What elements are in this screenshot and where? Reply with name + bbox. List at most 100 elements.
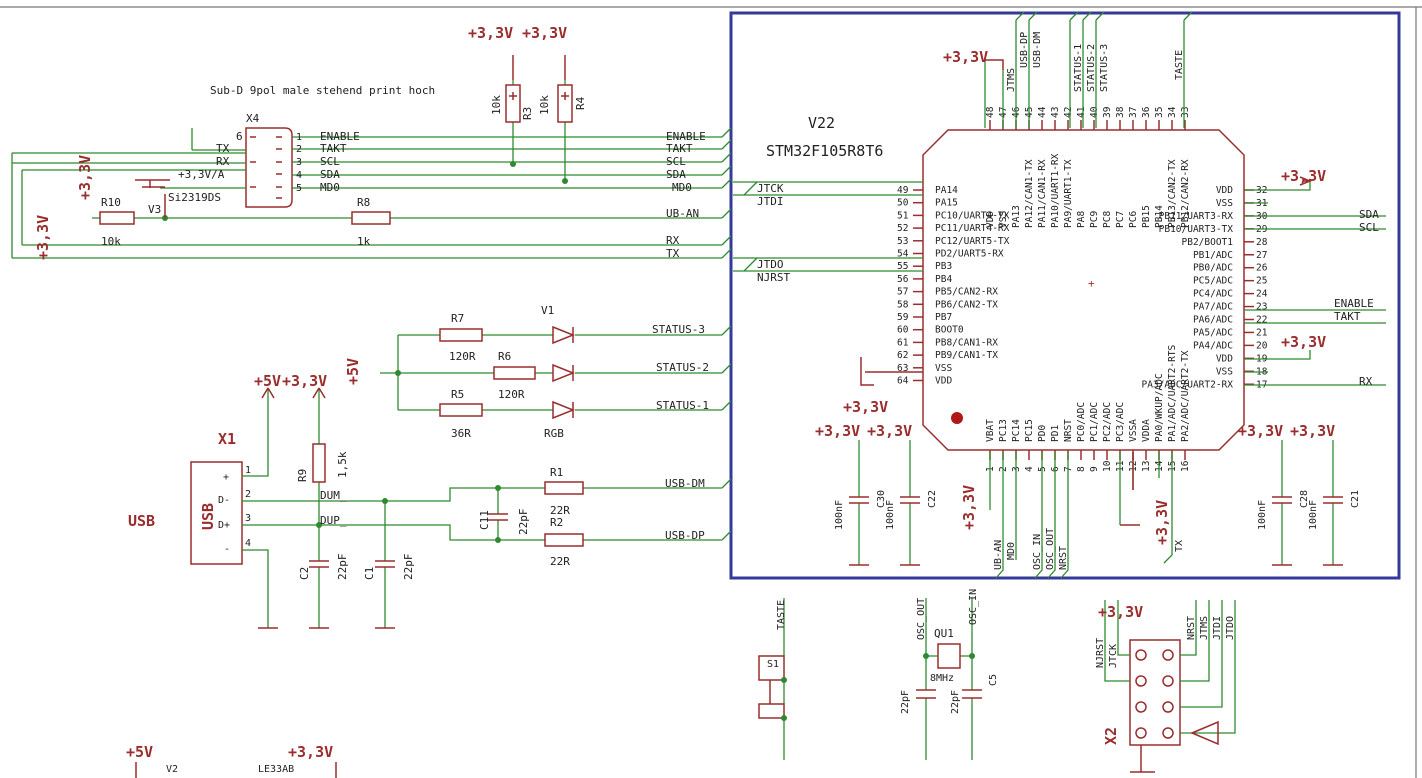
pin-num-top: 43: [1050, 107, 1061, 118]
pwr-33-vbat: +3,3V: [843, 398, 888, 416]
pin-name-right: PB0/ADC: [1193, 263, 1233, 274]
switch-s1: [758, 598, 787, 760]
pin-name-top: PC9: [1089, 211, 1100, 228]
pin-name-bottom: PD0: [1037, 425, 1048, 442]
sheet-border: [0, 6, 1422, 778]
usb-body: [190, 461, 243, 565]
c4-value: 22pF: [900, 690, 911, 714]
net-tx: TX: [666, 247, 680, 260]
pwr-33-bottom2: +3,3V: [1153, 500, 1171, 545]
pwr-33-reg: +3,3V: [288, 743, 333, 761]
pin-name-bottom: PC14: [1011, 419, 1022, 442]
osc-out-label: OSC_OUT: [916, 598, 927, 640]
cap-c22-value: 100nF: [885, 500, 896, 530]
r10-body: [99, 211, 135, 225]
x4-scl: SCL: [320, 155, 340, 168]
x4-pin-2: 2: [296, 144, 302, 155]
pin-num-left: 58: [897, 299, 909, 310]
x4-pin-3: 3: [296, 157, 302, 168]
r6-value: 120R: [498, 388, 525, 401]
pin-name-bottom: PA2/ADC/UART2-TX: [1180, 350, 1191, 442]
pwr-5v-leds: +5V: [344, 358, 362, 385]
pin-name-left: PB4: [935, 274, 952, 285]
ground-vssa: [1120, 452, 1140, 526]
pin-name-top: PB12/CAN2-RX: [1180, 159, 1191, 228]
usb-pin-plus: +: [223, 472, 229, 483]
pin-name-left: PB6/CAN2-TX: [935, 299, 998, 310]
usb-pin-dp: D+: [218, 520, 230, 531]
r4-value: 10k: [538, 95, 551, 115]
r5-name: R5: [451, 388, 464, 401]
pin-num-right: 28: [1256, 237, 1268, 248]
net-status3: STATUS-3: [652, 323, 705, 336]
ground-left: [860, 357, 923, 386]
pin-name-top: PA12/CAN1-TX: [1024, 159, 1035, 228]
status-leds: [380, 325, 732, 420]
pwr-33-top-wire: [985, 59, 1004, 70]
net-status1-top: STATUS-1: [1073, 44, 1084, 92]
mcu-package: [922, 129, 1245, 451]
pin-num-top: 34: [1167, 106, 1178, 118]
pin-num-right: 25: [1256, 276, 1267, 287]
net-sda-right: SDA: [1359, 208, 1379, 221]
x2-name: X2: [1102, 727, 1120, 745]
pin-name-right: PB10/UART3-TX: [1159, 224, 1234, 235]
net-sda: SDA: [666, 168, 686, 181]
net-md0-bottom: MD0: [1006, 542, 1017, 560]
pin-name-bottom: PC3/ADC: [1115, 402, 1126, 442]
pin-num-left: 61: [897, 337, 909, 348]
pin-num-right: 21: [1256, 327, 1268, 338]
pin-name-top: PA8: [1076, 211, 1087, 228]
pin-num-top: 48: [985, 106, 996, 118]
x4-wires: [11, 127, 732, 259]
pin-num-bottom: 13: [1141, 461, 1152, 472]
pin-name-right: PC5/ADC: [1193, 276, 1233, 287]
usb-num-3: 3: [245, 513, 251, 524]
x4-description: Sub-D 9pol male stehend print hoch: [210, 84, 435, 97]
pin-name-top: VSS: [998, 211, 1009, 228]
pin-name-left: PC10/UART4-TX: [935, 210, 1010, 221]
x4-name: X4: [246, 112, 260, 125]
pin-name-left: PB3: [935, 261, 952, 272]
pin-name-top: PB13/CAN2-TX: [1167, 159, 1178, 228]
pin-name-bottom: NRST: [1063, 419, 1074, 442]
pin-name-top: PC6: [1128, 211, 1139, 228]
x2-jtck: JTCK: [1108, 644, 1119, 668]
cap-c22-name: C22: [927, 490, 938, 508]
usb-block-label: USB: [199, 503, 217, 530]
pin-name-right: PB11/UART3-RX: [1159, 211, 1234, 222]
subd-body: [245, 127, 293, 208]
r10-name: R10: [101, 196, 121, 209]
mcu-frame: [729, 11, 1401, 580]
c2-value: 22pF: [336, 554, 349, 581]
pin-num-top: 37: [1128, 107, 1139, 118]
pin-name-left: PB9/CAN1-TX: [935, 350, 998, 361]
pin-num-left: 55: [897, 261, 908, 272]
pin-name-top: PC8: [1102, 211, 1113, 228]
cap-c30-value: 100nF: [834, 500, 845, 530]
pwr-33-c30: +3,3V: [815, 422, 860, 440]
usb-num-1: 1: [245, 465, 251, 476]
pwr-33-r4: +3,3V: [522, 24, 567, 42]
r7-name: R7: [451, 312, 464, 325]
net-status1: STATUS-1: [656, 399, 709, 412]
x4-takt: TAKT: [320, 142, 347, 155]
pin-name-right: VDD: [1216, 353, 1233, 364]
right-nets: [1244, 181, 1386, 386]
x4-tx-label: TX: [216, 142, 230, 155]
pwr-33-right1: +3,3V: [1281, 167, 1326, 185]
cap-c21-name: C21: [1350, 490, 1361, 508]
v3-symbol: [135, 179, 170, 218]
x4-pin-1: 1: [296, 132, 302, 143]
r8-body: [351, 211, 391, 225]
net-scl-right: SCL: [1359, 221, 1379, 234]
regulator-part: LE33AB: [258, 764, 294, 775]
pin-num-right: 20: [1256, 340, 1268, 351]
net-jtdo-label: JTDO: [757, 258, 784, 271]
net-nrst-bottom: NRST: [1058, 546, 1069, 570]
pin-num-right: 26: [1256, 263, 1268, 274]
pin-num-left: 49: [897, 185, 909, 196]
net-enable: ENABLE: [666, 130, 706, 143]
x4-sda: SDA: [320, 168, 340, 181]
